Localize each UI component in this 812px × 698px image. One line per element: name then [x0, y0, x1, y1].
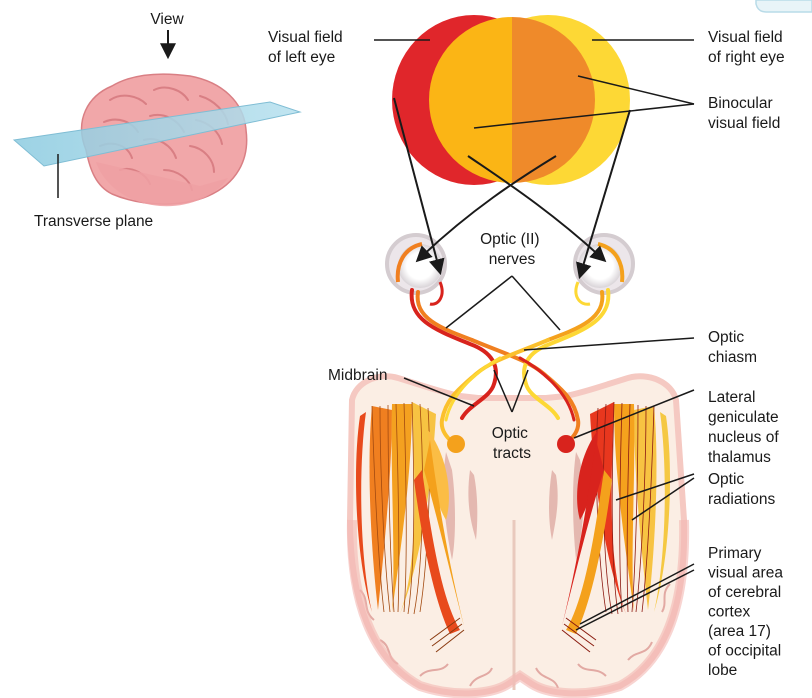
visual-field-right-label: Visual field of right eye: [708, 29, 787, 66]
right-lateral-geniculate-nucleus: [557, 435, 575, 453]
left-lateral-geniculate-nucleus: [447, 435, 465, 453]
lateral-geniculate-label: Lateral geniculate nucleus of thalamus: [708, 389, 783, 466]
transverse-plane-label: Transverse plane: [34, 213, 153, 230]
optic-radiations-label: Optic radiations: [708, 471, 775, 508]
corner-tab-decoration: [756, 0, 812, 12]
brain-orientation-inset: [14, 30, 300, 206]
visual-fields: [392, 10, 630, 190]
primary-visual-area-label: Primary visual area of cerebral cortex (…: [708, 545, 787, 679]
optic-nerves-label: Optic (II) nerves: [480, 231, 544, 268]
binocular-visual-field-label: Binocular visual field: [708, 95, 780, 132]
view-label: View: [150, 11, 184, 28]
optic-chiasm-label: Optic chiasm: [708, 329, 757, 366]
midbrain-label: Midbrain: [328, 367, 387, 384]
visual-field-left-label: Visual field of left eye: [268, 29, 347, 66]
